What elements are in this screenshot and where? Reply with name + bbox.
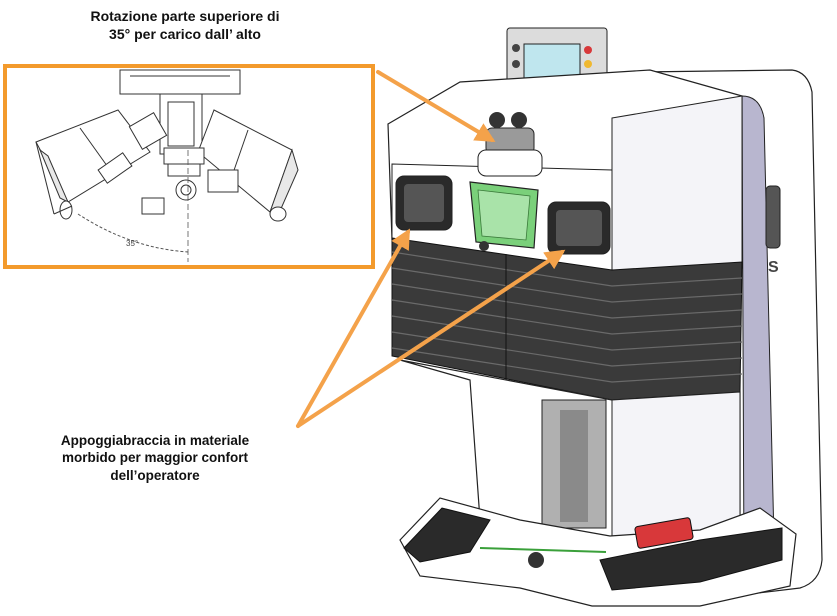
left-window-glass: [404, 184, 444, 222]
knob-icon: [512, 60, 520, 68]
knob-icon: [528, 552, 544, 568]
inset-top-view: 35°: [3, 64, 375, 269]
microscope-base: [477, 149, 543, 177]
top-callout-line-2: 35° per carico dall’ alto: [109, 25, 261, 42]
bottom-callout-line-1: Appoggiabraccia in materiale: [60, 433, 250, 448]
top-arrow: [376, 70, 496, 143]
right-window-glass: [556, 210, 602, 246]
eyepiece-icon: [489, 112, 505, 128]
inset-drawing: [35, 69, 299, 222]
bottom-callout-text: Appoggiabraccia in materiale morbido per…: [40, 432, 270, 484]
bottom-callout-line-2: morbido per maggior confort: [61, 450, 248, 466]
indicator-light-icon: [584, 60, 592, 68]
armrest-arrow-right: [296, 249, 566, 428]
front-windows: [395, 175, 611, 255]
bottom-callout-line-3: dell’operatore: [110, 467, 200, 483]
knob-icon: [479, 241, 489, 251]
base: [399, 497, 797, 607]
welding-machine: S: [387, 27, 823, 607]
right-foot-pad: [599, 527, 783, 591]
indicator-light-icon: [584, 46, 592, 54]
bellows-folds: [391, 251, 743, 383]
left-foot-pad: [403, 507, 491, 563]
angle-arc: [77, 213, 189, 253]
eyepiece-icon: [511, 112, 527, 128]
top-callout-line-1: Rotazione parte superiore di: [90, 8, 280, 24]
green-trim: [479, 547, 607, 553]
foot-pedal: [634, 517, 694, 549]
armrest-arrow-left: [296, 228, 410, 428]
angle-label: 35°: [126, 239, 138, 248]
lower-right-face: [611, 391, 741, 541]
knob-icon: [512, 44, 520, 52]
column-shade: [560, 410, 588, 522]
viewing-window-inner: [477, 189, 531, 241]
brand-mark: S: [768, 259, 779, 276]
callout-arrows: [296, 70, 566, 428]
head-right-face: [611, 95, 743, 273]
top-callout-text: Rotazione parte superiore di 35° per car…: [70, 8, 300, 44]
side-handle: [765, 185, 781, 249]
